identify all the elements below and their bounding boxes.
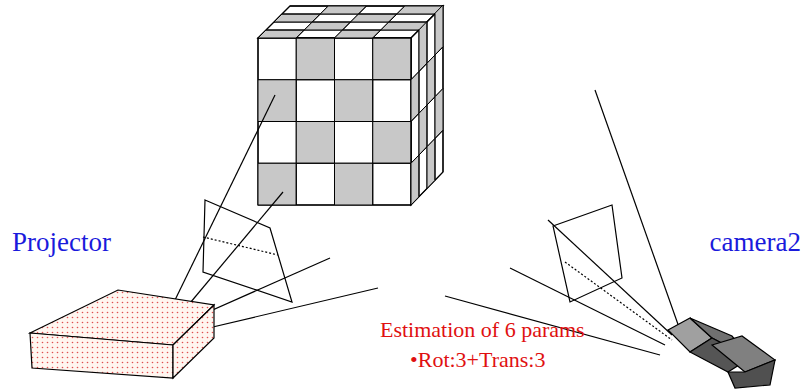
cube-cell	[335, 163, 373, 205]
annotation-text: •Rot:3+Trans:3	[410, 348, 545, 372]
cube-cell	[258, 38, 296, 80]
cube-cell	[296, 122, 334, 164]
cube-cell	[419, 147, 427, 197]
cube-cell	[258, 122, 296, 164]
cube-cell	[373, 38, 411, 80]
annotation-text: Estimation of 6 params	[380, 318, 585, 342]
cube-cell	[411, 155, 419, 205]
cube-cell	[373, 122, 411, 164]
cube-cell	[335, 38, 373, 80]
cube-cell	[435, 130, 443, 180]
cube-cell	[427, 139, 435, 189]
cube-cell	[335, 122, 373, 164]
cube-cell	[335, 80, 373, 122]
cube-cell	[258, 80, 296, 122]
cube-cell	[373, 80, 411, 122]
device-label: camera2	[710, 228, 801, 258]
cube-cell	[296, 163, 334, 205]
cube-cell	[296, 80, 334, 122]
device-label: Projector	[12, 228, 111, 258]
cube-cell	[296, 38, 334, 80]
cube-cell	[373, 163, 411, 205]
